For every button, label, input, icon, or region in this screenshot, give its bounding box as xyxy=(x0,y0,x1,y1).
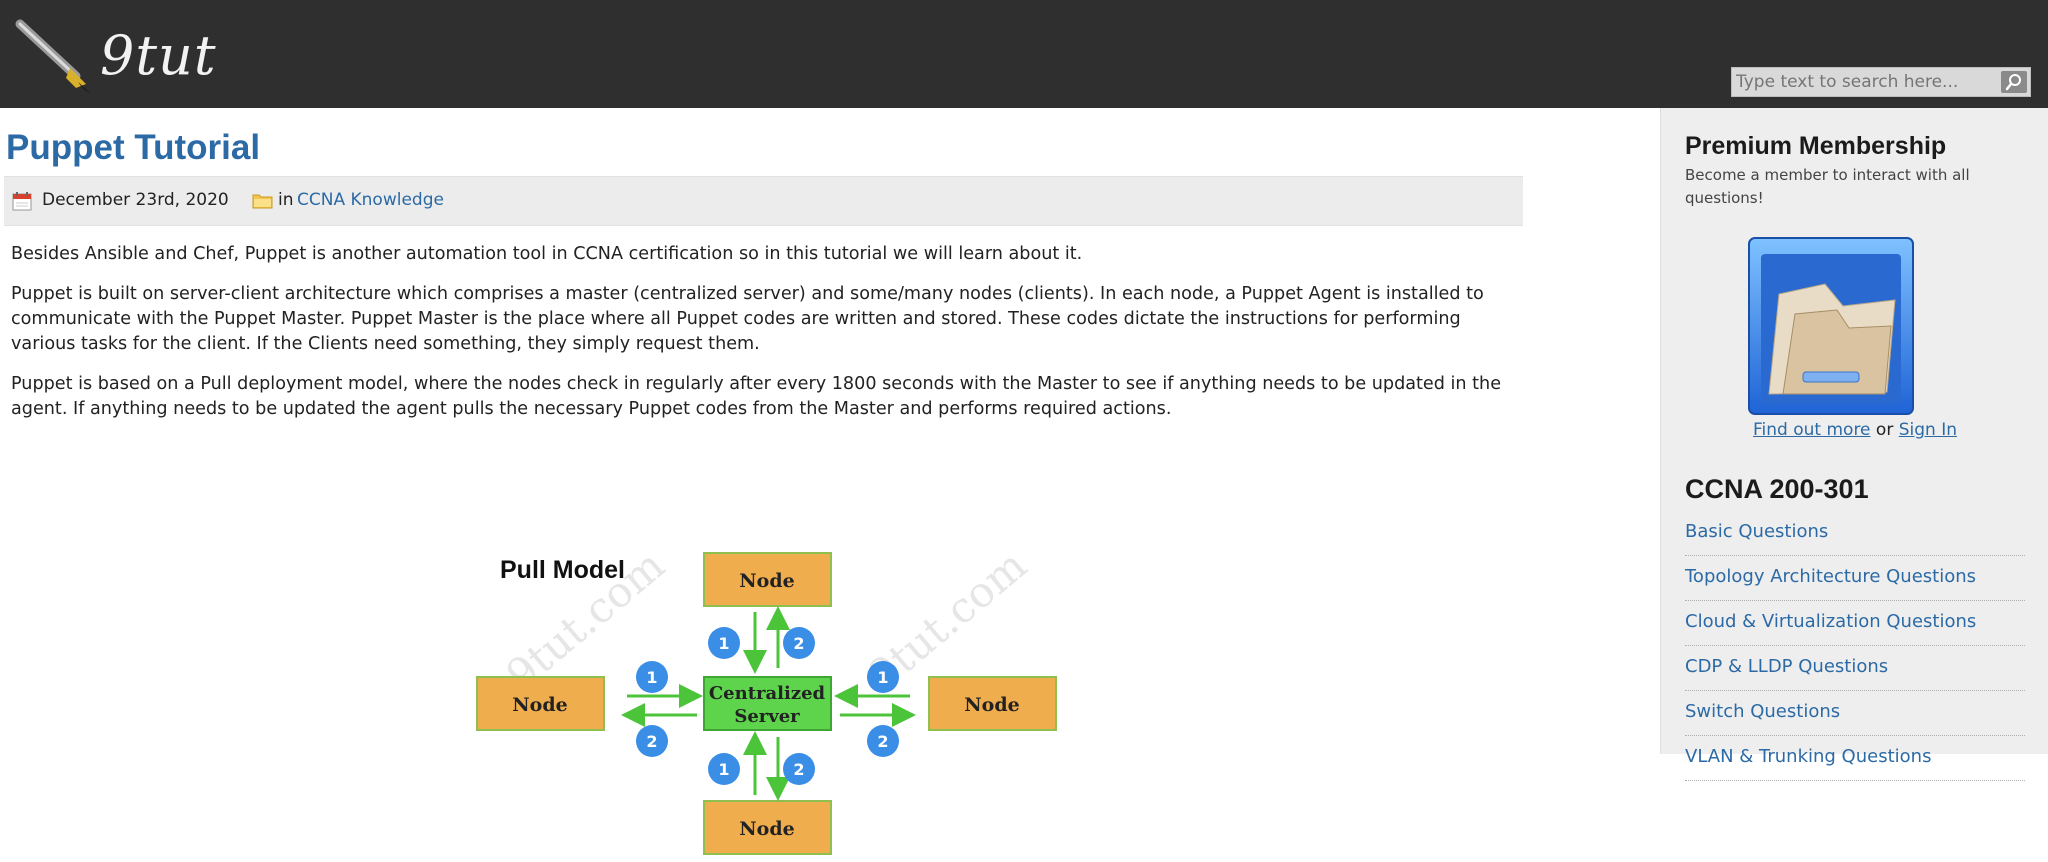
node-left-label: Node xyxy=(512,694,567,716)
list-item: Basic Questions xyxy=(1685,512,2025,556)
center-label-line2: Server xyxy=(734,706,800,727)
sign-in-link[interactable]: Sign In xyxy=(1898,420,1957,440)
switch-questions-link[interactable]: Switch Questions xyxy=(1685,701,1841,722)
page-title: Puppet Tutorial xyxy=(6,128,261,167)
badge-top-1 xyxy=(708,627,740,659)
badge-bottom-1-label: 1 xyxy=(718,760,729,779)
category-link[interactable]: CCNA Knowledge xyxy=(297,190,444,210)
list-item: Cloud & Virtualization Questions xyxy=(1685,602,2025,646)
center-label-line1: Centralized xyxy=(709,683,826,704)
pen-icon xyxy=(15,19,92,94)
pull-model-diagram: 9tut.com 9tut.com Pull Model Node Node N… xyxy=(476,540,1057,855)
premium-description: Become a member to interact with all que… xyxy=(1685,166,1970,207)
badge-left-1 xyxy=(636,661,668,693)
pull-model-paragraph: Puppet is based on a Pull deployment mod… xyxy=(11,374,1502,419)
badge-top-2 xyxy=(783,627,815,659)
list-item: Topology Architecture Questions xyxy=(1685,557,2025,601)
folder-icon xyxy=(252,194,273,209)
badge-top-1-label: 1 xyxy=(718,634,729,653)
calendar-icon xyxy=(12,192,32,211)
list-item: Switch Questions xyxy=(1685,692,2025,736)
ccna-section-title: CCNA 200-301 xyxy=(1685,474,1869,504)
topology-architecture-link[interactable]: Topology Architecture Questions xyxy=(1685,566,1977,587)
list-item: VLAN & Trunking Questions xyxy=(1685,737,2025,781)
node-bottom-label: Node xyxy=(739,818,794,840)
node-right-label: Node xyxy=(964,694,1019,716)
find-out-more-link[interactable]: Find out more xyxy=(1753,420,1871,440)
membership-links: Find out more or Sign In xyxy=(1661,420,2048,440)
badge-top-2-label: 2 xyxy=(793,634,804,653)
badge-right-2-label: 2 xyxy=(877,732,888,751)
in-label: in xyxy=(278,190,294,210)
badge-left-2-label: 2 xyxy=(646,732,657,751)
cloud-virtualization-link[interactable]: Cloud & Virtualization Questions xyxy=(1685,611,1977,632)
badge-bottom-2-label: 2 xyxy=(793,760,804,779)
logo-text: 9tut xyxy=(100,24,217,87)
badge-right-2 xyxy=(867,725,899,757)
premium-title: Premium Membership xyxy=(1685,132,1947,160)
node-top xyxy=(703,552,832,607)
vlan-trunking-link[interactable]: VLAN & Trunking Questions xyxy=(1685,746,1932,767)
badge-right-1 xyxy=(867,661,899,693)
badge-left-1-label: 1 xyxy=(646,668,657,687)
search-box xyxy=(1731,67,2031,97)
node-left xyxy=(476,676,605,731)
list-item: CDP & LLDP Questions xyxy=(1685,647,2025,691)
node-right xyxy=(928,676,1057,731)
intro-paragraph: Besides Ansible and Chef, Puppet is anot… xyxy=(11,244,1083,264)
search-input[interactable] xyxy=(1736,71,1986,93)
search-button[interactable] xyxy=(2001,71,2027,93)
badge-right-1-label: 1 xyxy=(877,668,888,687)
post-date: December 23rd, 2020 xyxy=(42,190,229,210)
node-top-label: Node xyxy=(739,570,794,592)
site-header: 9tut xyxy=(0,0,2048,108)
file-cabinet-icon[interactable] xyxy=(1745,234,1917,418)
search-icon xyxy=(2005,74,2021,91)
basic-questions-link[interactable]: Basic Questions xyxy=(1685,521,1829,542)
main-content: Puppet Tutorial December 23rd, 2020 in C… xyxy=(0,108,1523,855)
ccna-link-list: Basic Questions Topology Architecture Qu… xyxy=(1685,512,2025,782)
post-meta: December 23rd, 2020 in CCNA Knowledge xyxy=(4,176,1523,226)
diagram-title: Pull Model xyxy=(500,556,625,584)
architecture-paragraph: Puppet is built on server-client archite… xyxy=(11,284,1484,354)
cdp-lldp-link[interactable]: CDP & LLDP Questions xyxy=(1685,656,1889,677)
or-label: or xyxy=(1875,420,1894,440)
badge-left-2 xyxy=(636,725,668,757)
centralized-server xyxy=(703,676,832,731)
sidebar: Premium Membership Become a member to in… xyxy=(1660,108,2048,781)
